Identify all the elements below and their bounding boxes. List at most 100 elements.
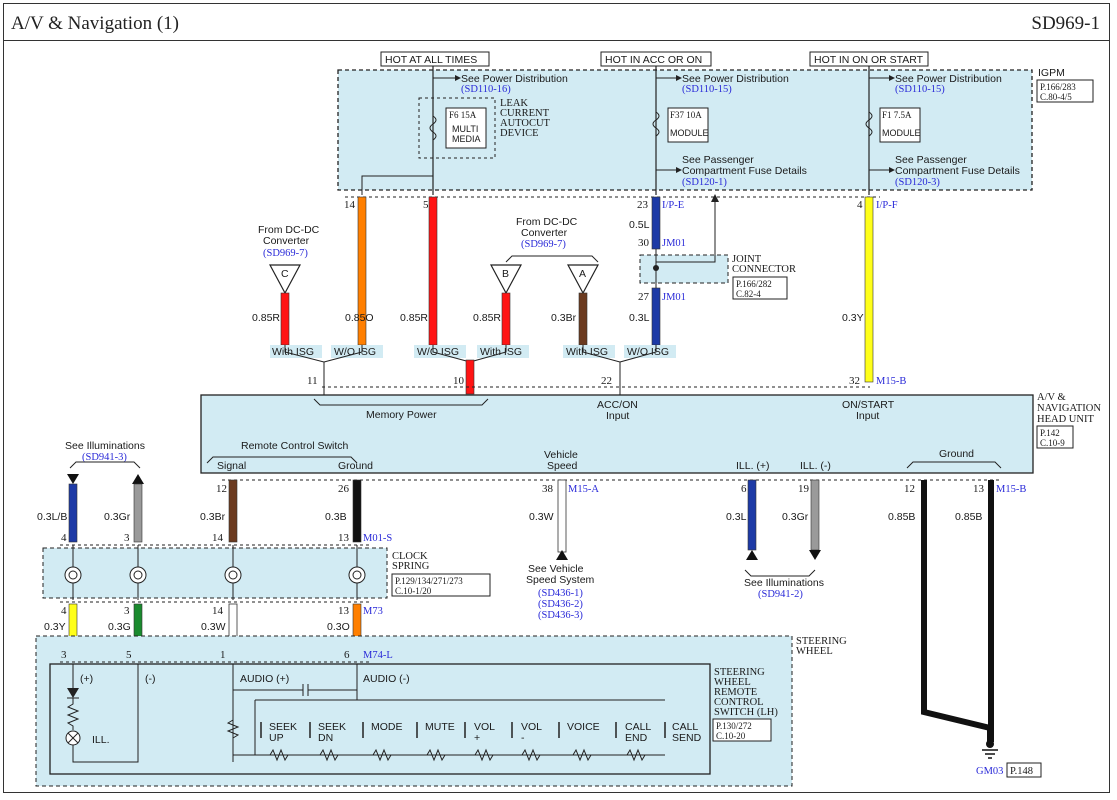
dcdc-from-c: From DC-DC	[258, 224, 320, 236]
hot-in-acc-label: HOT IN ACC OR ON	[605, 54, 702, 66]
conn-m73: M73	[363, 606, 383, 617]
swrc-volm: -	[521, 732, 525, 744]
conn-ipe: I/P-E	[662, 200, 684, 211]
joint-l1: JOINT	[732, 254, 762, 265]
pin-5: 5	[423, 199, 429, 211]
joint-l2: CONNECTOR	[732, 264, 796, 275]
pin-27: 27	[638, 291, 650, 303]
power-dist-2: See Power Distribution	[682, 73, 789, 85]
swrc-l2: WHEEL	[714, 677, 751, 688]
sw-pin-1: 1	[220, 649, 226, 661]
dcdc-conv-ab: Converter	[521, 227, 568, 239]
swrc-dn: DN	[318, 732, 333, 744]
wire-label-w6: 0.3L	[726, 511, 747, 523]
hu-conn: C.10-9	[1040, 438, 1065, 448]
pin-12: 12	[216, 483, 227, 495]
dcdc-c-label: C	[281, 268, 289, 280]
wire-label-g12: 0.85B	[888, 511, 915, 523]
steer-l1: STEERING	[796, 636, 847, 647]
switch-contacts	[260, 722, 666, 738]
pin-g13: 13	[973, 483, 985, 495]
igpm-label: IGPM	[1038, 67, 1065, 79]
wire-label-w27: 0.3L	[629, 312, 650, 324]
swrc-page: P.130/272	[716, 721, 752, 731]
wire-label-w12: 0.3Br	[200, 511, 226, 523]
hot-at-all-times-box	[380, 51, 490, 67]
sw-pin-5: 5	[126, 649, 132, 661]
fuse-f6-box	[445, 107, 487, 149]
dcdc-conv-c: Converter	[263, 235, 310, 247]
conn-ipf: I/P-F	[876, 200, 898, 211]
swrc-call2: CALL	[672, 721, 698, 733]
wire-label-w5: 0.85R	[400, 312, 428, 324]
b-pin-3: 3	[124, 605, 130, 617]
vss-l1: See Vehicle	[528, 563, 584, 575]
pin-26: 26	[338, 483, 350, 495]
pin-10: 10	[453, 375, 465, 387]
diagram-frame	[3, 3, 1110, 793]
swrc-l4: CONTROL	[714, 697, 764, 708]
wire-label-wa: 0.3Br	[551, 312, 577, 324]
wire-label-sy: 0.3Y	[44, 621, 66, 633]
fuse-f1-box	[879, 107, 921, 143]
wire-label-w26: 0.3B	[325, 511, 347, 523]
wire-label-w14: 0.85O	[345, 312, 374, 324]
sw-pin-6: 6	[344, 649, 350, 661]
clock-page: P.129/134/271/273	[395, 576, 463, 586]
swrc-volp: +	[474, 732, 480, 744]
hu-vs2: Speed	[547, 460, 578, 472]
swrc-audiop: AUDIO (+)	[240, 673, 289, 685]
wire-blue-27	[651, 287, 661, 346]
wire-label-wc: 0.85R	[252, 312, 280, 324]
sw-pin-3: 3	[61, 649, 67, 661]
pin-14: 14	[344, 199, 356, 211]
wire-red-b	[501, 292, 511, 346]
conn-m01s: M01-S	[363, 533, 392, 544]
dcdc-b-label: B	[502, 268, 509, 280]
wire-red-c	[280, 292, 290, 346]
wire-blue-23	[651, 196, 661, 250]
power-dist-2-ref: (SD110-15)	[682, 84, 732, 95]
head-unit-panel	[200, 394, 1034, 474]
clock-conn: C.10-1/20	[395, 586, 432, 596]
isg-with-1: With ISG	[272, 346, 314, 358]
hu-on: ON/START	[842, 399, 895, 411]
hu-acc: ACC/ON	[597, 399, 638, 411]
hu-page: P.142	[1040, 428, 1060, 438]
conn-m15b2: M15-B	[996, 484, 1026, 495]
passenger-ref-1: (SD120-1)	[682, 177, 727, 188]
illum-see-2: See Illuminations	[744, 577, 824, 589]
clock-spring-panel	[42, 547, 388, 599]
wire-label-w19: 0.3Gr	[782, 511, 809, 523]
hu-l3: HEAD UNIT	[1037, 414, 1094, 425]
wire-red-5	[428, 196, 438, 346]
pin-19: 19	[798, 483, 810, 495]
hu-signal: Signal	[217, 460, 246, 472]
swrc-l3: REMOTE	[714, 687, 757, 698]
igpm-page: P.166/283	[1040, 82, 1076, 92]
header-divider	[3, 40, 1110, 41]
isg-without-2: W/O ISG	[417, 346, 459, 358]
hu-l2: NAVIGATION	[1037, 403, 1101, 414]
conn-jm01a: JM01	[662, 238, 686, 249]
cs-pin-13: 13	[338, 532, 350, 544]
see-passenger-2: See Passenger	[895, 154, 967, 166]
hu-ground: Ground	[338, 460, 373, 472]
pin-30: 30	[638, 237, 650, 249]
power-dist-1-ref: (SD110-16)	[461, 84, 511, 95]
swrc-l1: STEERING	[714, 667, 765, 678]
pin-38: 38	[542, 483, 554, 495]
dcdc-from-ab: From DC-DC	[516, 216, 578, 228]
diagram-code: SD969-1	[1031, 13, 1100, 34]
leak-l4: DEVICE	[500, 128, 539, 139]
fuse-f6-sub1: MULTI	[452, 124, 478, 134]
power-dist-1: See Power Distribution	[461, 73, 568, 85]
compartment-1: Compartment Fuse Details	[682, 165, 807, 177]
hu-illm: ILL. (-)	[800, 460, 831, 472]
pin-6: 6	[741, 483, 747, 495]
power-dist-3: See Power Distribution	[895, 73, 1002, 85]
wire-label-w23: 0.5L	[629, 219, 650, 231]
b-pin-14: 14	[212, 605, 224, 617]
swrc-vol: VOL	[474, 721, 495, 733]
igpm-conn: C.80-4/5	[1040, 92, 1072, 102]
